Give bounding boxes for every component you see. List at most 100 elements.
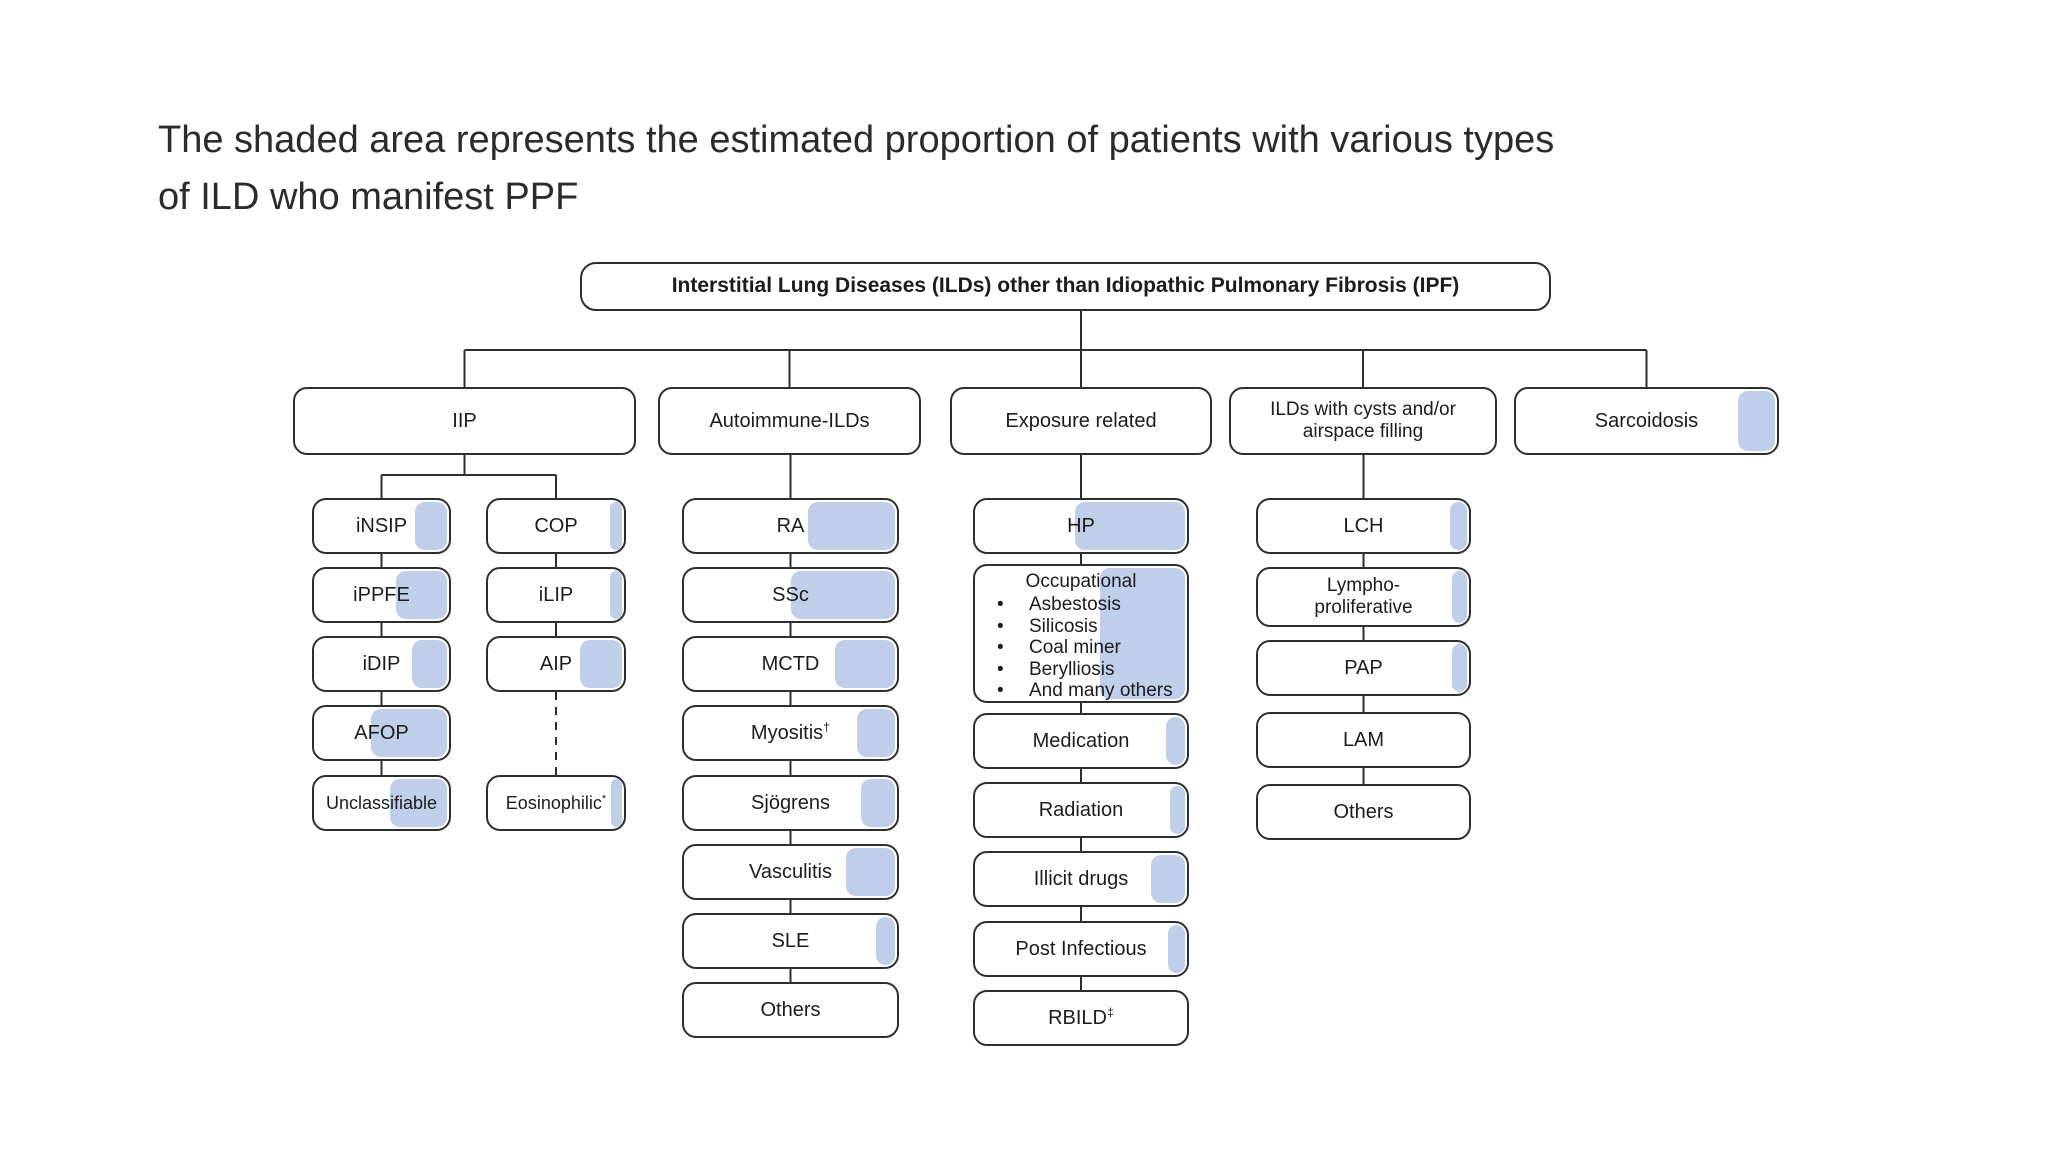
node-label: iLIP — [538, 583, 574, 606]
node-medication: Medication — [973, 713, 1189, 769]
node-lch: LCH — [1256, 498, 1471, 554]
node-aip: AIP — [486, 636, 626, 692]
shade-area-medication — [1165, 717, 1185, 765]
shade-area-lympho — [1452, 571, 1467, 623]
node-label: IIP — [452, 409, 477, 432]
node-idip: iDIP — [312, 636, 451, 692]
node-label: Autoimmune-ILDs — [709, 409, 870, 432]
node-label: Others — [1333, 800, 1394, 823]
node-iip: IIP — [293, 387, 636, 455]
node-post_infectious: Post Infectious — [973, 921, 1189, 977]
node-label: Myositis — [750, 721, 824, 744]
shade-area-aip — [579, 640, 622, 688]
node-label: HP — [1067, 514, 1095, 537]
node-occupational: OccupationalAsbestosisSilicosisCoal mine… — [973, 564, 1189, 703]
node-others_autoimmune: Others — [682, 982, 899, 1038]
node-label: RBILD — [1048, 1006, 1107, 1029]
shade-area-sjogrens — [860, 779, 895, 827]
node-afop: AFOP — [312, 705, 451, 761]
caption-line-2: of ILD who manifest PPF — [158, 176, 579, 218]
node-label: Sarcoidosis — [1594, 409, 1699, 432]
shade-area-ilip — [609, 571, 622, 619]
shade-area-eosinophilic — [611, 779, 622, 827]
shade-area-idip — [411, 640, 447, 688]
node-label: ILDs with cysts and/or airspace filling — [1270, 399, 1456, 442]
shade-area-cop — [609, 502, 622, 550]
node-ilip: iLIP — [486, 567, 626, 623]
shade-area-post_infectious — [1168, 925, 1185, 973]
bullet-item: Silicosis — [991, 616, 1179, 638]
shade-area-ippfe — [395, 571, 447, 619]
node-label: LAM — [1342, 728, 1385, 751]
node-exposure: Exposure related — [950, 387, 1212, 455]
node-cop: COP — [486, 498, 626, 554]
node-label: RA — [776, 514, 805, 537]
node-label: SSc — [772, 583, 809, 606]
node-eosinophilic: Eosinophilic* — [486, 775, 626, 831]
shade-area-mctd — [835, 640, 895, 688]
node-label: SLE — [771, 929, 810, 952]
node-label: iNSIP — [355, 514, 408, 537]
shade-area-afop — [371, 709, 447, 757]
node-lympho: Lympho- proliferative — [1256, 567, 1471, 627]
bullet-item: Coal miner — [991, 637, 1179, 659]
node-label: Others — [760, 998, 821, 1021]
shade-area-myositis — [856, 709, 895, 757]
node-label: COP — [534, 514, 578, 537]
node-ra: RA — [682, 498, 899, 554]
bullet-item: Berylliosis — [991, 659, 1179, 681]
node-pap: PAP — [1256, 640, 1471, 696]
node-label: Exposure related — [1005, 409, 1157, 432]
shade-area-ssc — [790, 571, 895, 619]
node-label: PAP — [1344, 656, 1383, 679]
bullet-list: AsbestosisSilicosisCoal minerBerylliosis… — [983, 594, 1179, 701]
shade-area-sle — [875, 917, 895, 965]
node-insip: iNSIP — [312, 498, 451, 554]
shade-area-lch — [1450, 502, 1467, 550]
shade-area-hp — [1074, 502, 1185, 550]
node-label: iDIP — [362, 652, 401, 675]
node-label: Post Infectious — [1015, 937, 1147, 960]
node-label: Radiation — [1038, 798, 1124, 821]
node-superscript: ‡ — [1107, 1004, 1114, 1019]
node-superscript: * — [601, 792, 607, 805]
caption: The shaded area represents the estimated… — [158, 112, 1554, 226]
node-lam: LAM — [1256, 712, 1471, 768]
shade-area-vasculitis — [846, 848, 895, 896]
shade-area-insip — [414, 502, 447, 550]
shade-area-ra — [807, 502, 895, 550]
node-label: Lympho- proliferative — [1314, 575, 1413, 618]
node-sle: SLE — [682, 913, 899, 969]
node-unclassifiable: Unclassifiable — [312, 775, 451, 831]
node-label: AIP — [539, 652, 573, 675]
node-label: Medication — [1032, 729, 1130, 752]
node-label: MCTD — [761, 652, 820, 675]
node-sjogrens: Sjögrens — [682, 775, 899, 831]
node-illicit_drugs: Illicit drugs — [973, 851, 1189, 907]
node-others_cysts: Others — [1256, 784, 1471, 840]
node-cysts: ILDs with cysts and/or airspace filling — [1229, 387, 1497, 455]
node-label: Sjögrens — [751, 791, 830, 814]
node-label: iPPFE — [353, 583, 410, 606]
node-vasculitis: Vasculitis — [682, 844, 899, 900]
node-myositis: Myositis† — [682, 705, 899, 761]
node-label: Illicit drugs — [1033, 867, 1129, 890]
node-rbild: RBILD‡ — [973, 990, 1189, 1046]
node-label: AFOP — [354, 721, 409, 744]
node-ippfe: iPPFE — [312, 567, 451, 623]
shade-area-illicit_drugs — [1151, 855, 1185, 903]
node-sarcoidosis: Sarcoidosis — [1514, 387, 1779, 455]
node-ssc: SSc — [682, 567, 899, 623]
node-root: Interstitial Lung Diseases (ILDs) other … — [580, 262, 1551, 311]
shade-area-unclassifiable — [390, 779, 447, 827]
bullet-item: And many others — [991, 680, 1179, 701]
node-label: Eosinophilic — [505, 792, 602, 813]
shade-area-pap — [1452, 644, 1467, 692]
node-mctd: MCTD — [682, 636, 899, 692]
node-label: LCH — [1343, 514, 1384, 537]
node-label: Interstitial Lung Diseases (ILDs) other … — [671, 274, 1460, 298]
shade-area-sarcoidosis — [1738, 391, 1775, 451]
node-superscript: † — [823, 719, 831, 734]
